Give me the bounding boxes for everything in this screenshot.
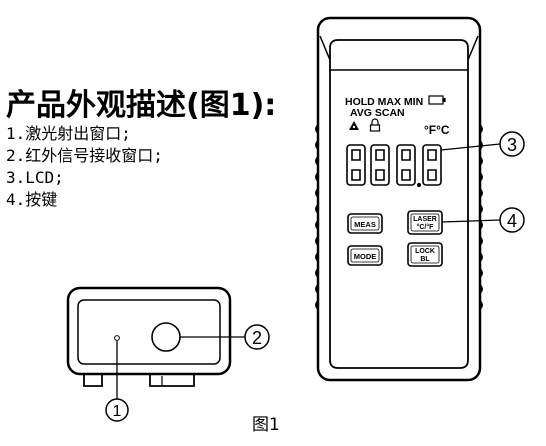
lcd-status-line2: AVG SCAN — [350, 107, 405, 119]
callout-1: 1 — [105, 341, 129, 422]
meas-button[interactable]: MEAS — [347, 213, 383, 234]
lock-icon — [369, 118, 381, 132]
list-item: 3.LCD; — [6, 168, 64, 187]
laser-button-label: LASER — [413, 216, 437, 223]
callout-4: 4 — [441, 207, 525, 233]
laser-unit-button[interactable]: LASER °C/°F — [407, 210, 443, 235]
figure-caption: 图1 — [252, 415, 280, 435]
lock-backlight-button[interactable]: LOCK BL — [407, 242, 443, 267]
description-list: 1.激光射出窗口; 2.红外信号接收窗口; 3.LCD; 4.按键 — [6, 123, 163, 211]
mode-button[interactable]: MODE — [347, 245, 383, 266]
lcd-screen: HOLD MAX MIN AVG SCAN °F°C — [345, 95, 450, 188]
lcd-units: °F°C — [424, 123, 450, 137]
laser-window-icon — [114, 335, 120, 341]
list-item: 1.激光射出窗口; — [6, 124, 131, 143]
callout-2-label: 2 — [252, 328, 262, 348]
callout-3: 3 — [440, 131, 525, 157]
list-item: 2.红外信号接收窗口; — [6, 146, 163, 165]
page-title: 产品外观描述(图1): — [6, 88, 277, 123]
infrared-window-icon — [151, 322, 181, 352]
thermometer-top-view — [66, 286, 232, 387]
side-grip-left — [315, 124, 319, 310]
meas-button-label: MEAS — [354, 220, 376, 229]
callout-2: 2 — [180, 324, 270, 350]
unit-button-label: °C/°F — [417, 223, 435, 231]
battery-icon — [428, 95, 446, 105]
callout-3-label: 3 — [507, 135, 517, 155]
lcd-digits — [346, 144, 442, 188]
callout-4-label: 4 — [507, 211, 517, 231]
list-item: 4.按键 — [6, 190, 58, 209]
backlight-button-label: BL — [420, 256, 430, 263]
thermometer-front — [316, 16, 482, 382]
lcd-status-line1: HOLD MAX MIN — [345, 96, 423, 108]
laser-warning-icon — [349, 121, 359, 130]
side-grip-right — [479, 124, 483, 310]
mode-button-label: MODE — [354, 252, 377, 261]
callout-1-label: 1 — [113, 403, 122, 420]
lock-button-label: LOCK — [415, 248, 435, 255]
